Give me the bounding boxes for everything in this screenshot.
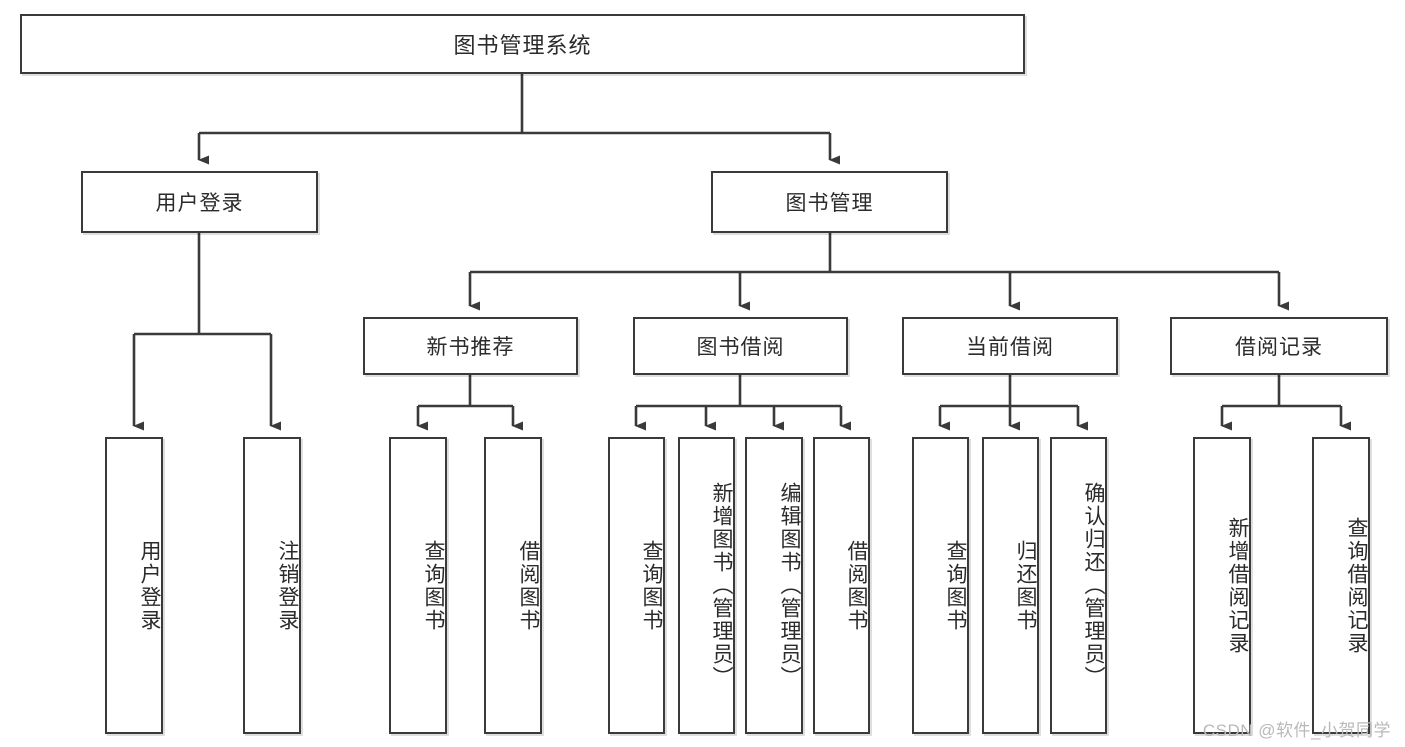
node-book-borrow-label: 图书借阅: [696, 336, 785, 359]
node-user-login-label: 用户登录: [155, 192, 244, 215]
node-leaf-user-login-label: 用户登录: [138, 539, 161, 632]
node-book-borrow[interactable]: 图书借阅: [633, 317, 848, 375]
node-borrow-record[interactable]: 借阅记录: [1170, 317, 1388, 375]
node-leaf-query-book-2[interactable]: 查询图书: [608, 437, 665, 734]
node-leaf-query-book-1-label: 查询图书: [422, 539, 445, 632]
node-leaf-return-book[interactable]: 归还图书: [982, 437, 1039, 734]
node-leaf-confirm-return-label: 确认归还（管理员）: [1082, 482, 1105, 689]
csdn-watermark: CSDN @软件_小贺同学: [1202, 721, 1391, 740]
node-leaf-borrow-book-2-label: 借阅图书: [845, 539, 868, 632]
node-user-login[interactable]: 用户登录: [81, 171, 318, 233]
node-root[interactable]: 图书管理系统: [20, 14, 1025, 74]
node-leaf-add-book-label: 新增图书（管理员）: [710, 482, 733, 689]
node-leaf-query-book-2-label: 查询图书: [640, 539, 663, 632]
node-leaf-query-book-3-label: 查询图书: [944, 539, 967, 632]
node-leaf-return-book-label: 归还图书: [1014, 539, 1037, 632]
node-borrow-record-label: 借阅记录: [1235, 336, 1323, 359]
node-new-book-recommend[interactable]: 新书推荐: [363, 317, 578, 375]
node-book-manage-label: 图书管理: [785, 192, 874, 215]
node-leaf-user-login[interactable]: 用户登录: [105, 437, 163, 734]
node-leaf-user-logout-label: 注销登录: [276, 539, 299, 632]
node-leaf-query-record-label: 查询借阅记录: [1345, 516, 1368, 655]
node-leaf-user-logout[interactable]: 注销登录: [243, 437, 301, 734]
node-leaf-add-record-label: 新增借阅记录: [1226, 516, 1249, 655]
node-leaf-query-book-3[interactable]: 查询图书: [912, 437, 969, 734]
node-leaf-edit-book[interactable]: 编辑图书（管理员）: [745, 437, 803, 734]
node-leaf-add-record[interactable]: 新增借阅记录: [1193, 437, 1251, 734]
node-leaf-confirm-return[interactable]: 确认归还（管理员）: [1050, 437, 1107, 734]
node-new-book-recommend-label: 新书推荐: [426, 336, 515, 359]
node-leaf-borrow-book-1[interactable]: 借阅图书: [484, 437, 542, 734]
node-leaf-edit-book-label: 编辑图书（管理员）: [778, 482, 801, 689]
node-book-manage[interactable]: 图书管理: [711, 171, 948, 233]
node-leaf-borrow-book-1-label: 借阅图书: [517, 539, 540, 632]
node-leaf-add-book[interactable]: 新增图书（管理员）: [678, 437, 735, 734]
node-current-borrow-label: 当前借阅: [966, 336, 1054, 359]
node-leaf-borrow-book-2[interactable]: 借阅图书: [813, 437, 870, 734]
node-leaf-query-record[interactable]: 查询借阅记录: [1312, 437, 1370, 734]
node-leaf-query-book-1[interactable]: 查询图书: [389, 437, 447, 734]
node-root-label: 图书管理系统: [453, 33, 592, 58]
node-current-borrow[interactable]: 当前借阅: [902, 317, 1118, 375]
